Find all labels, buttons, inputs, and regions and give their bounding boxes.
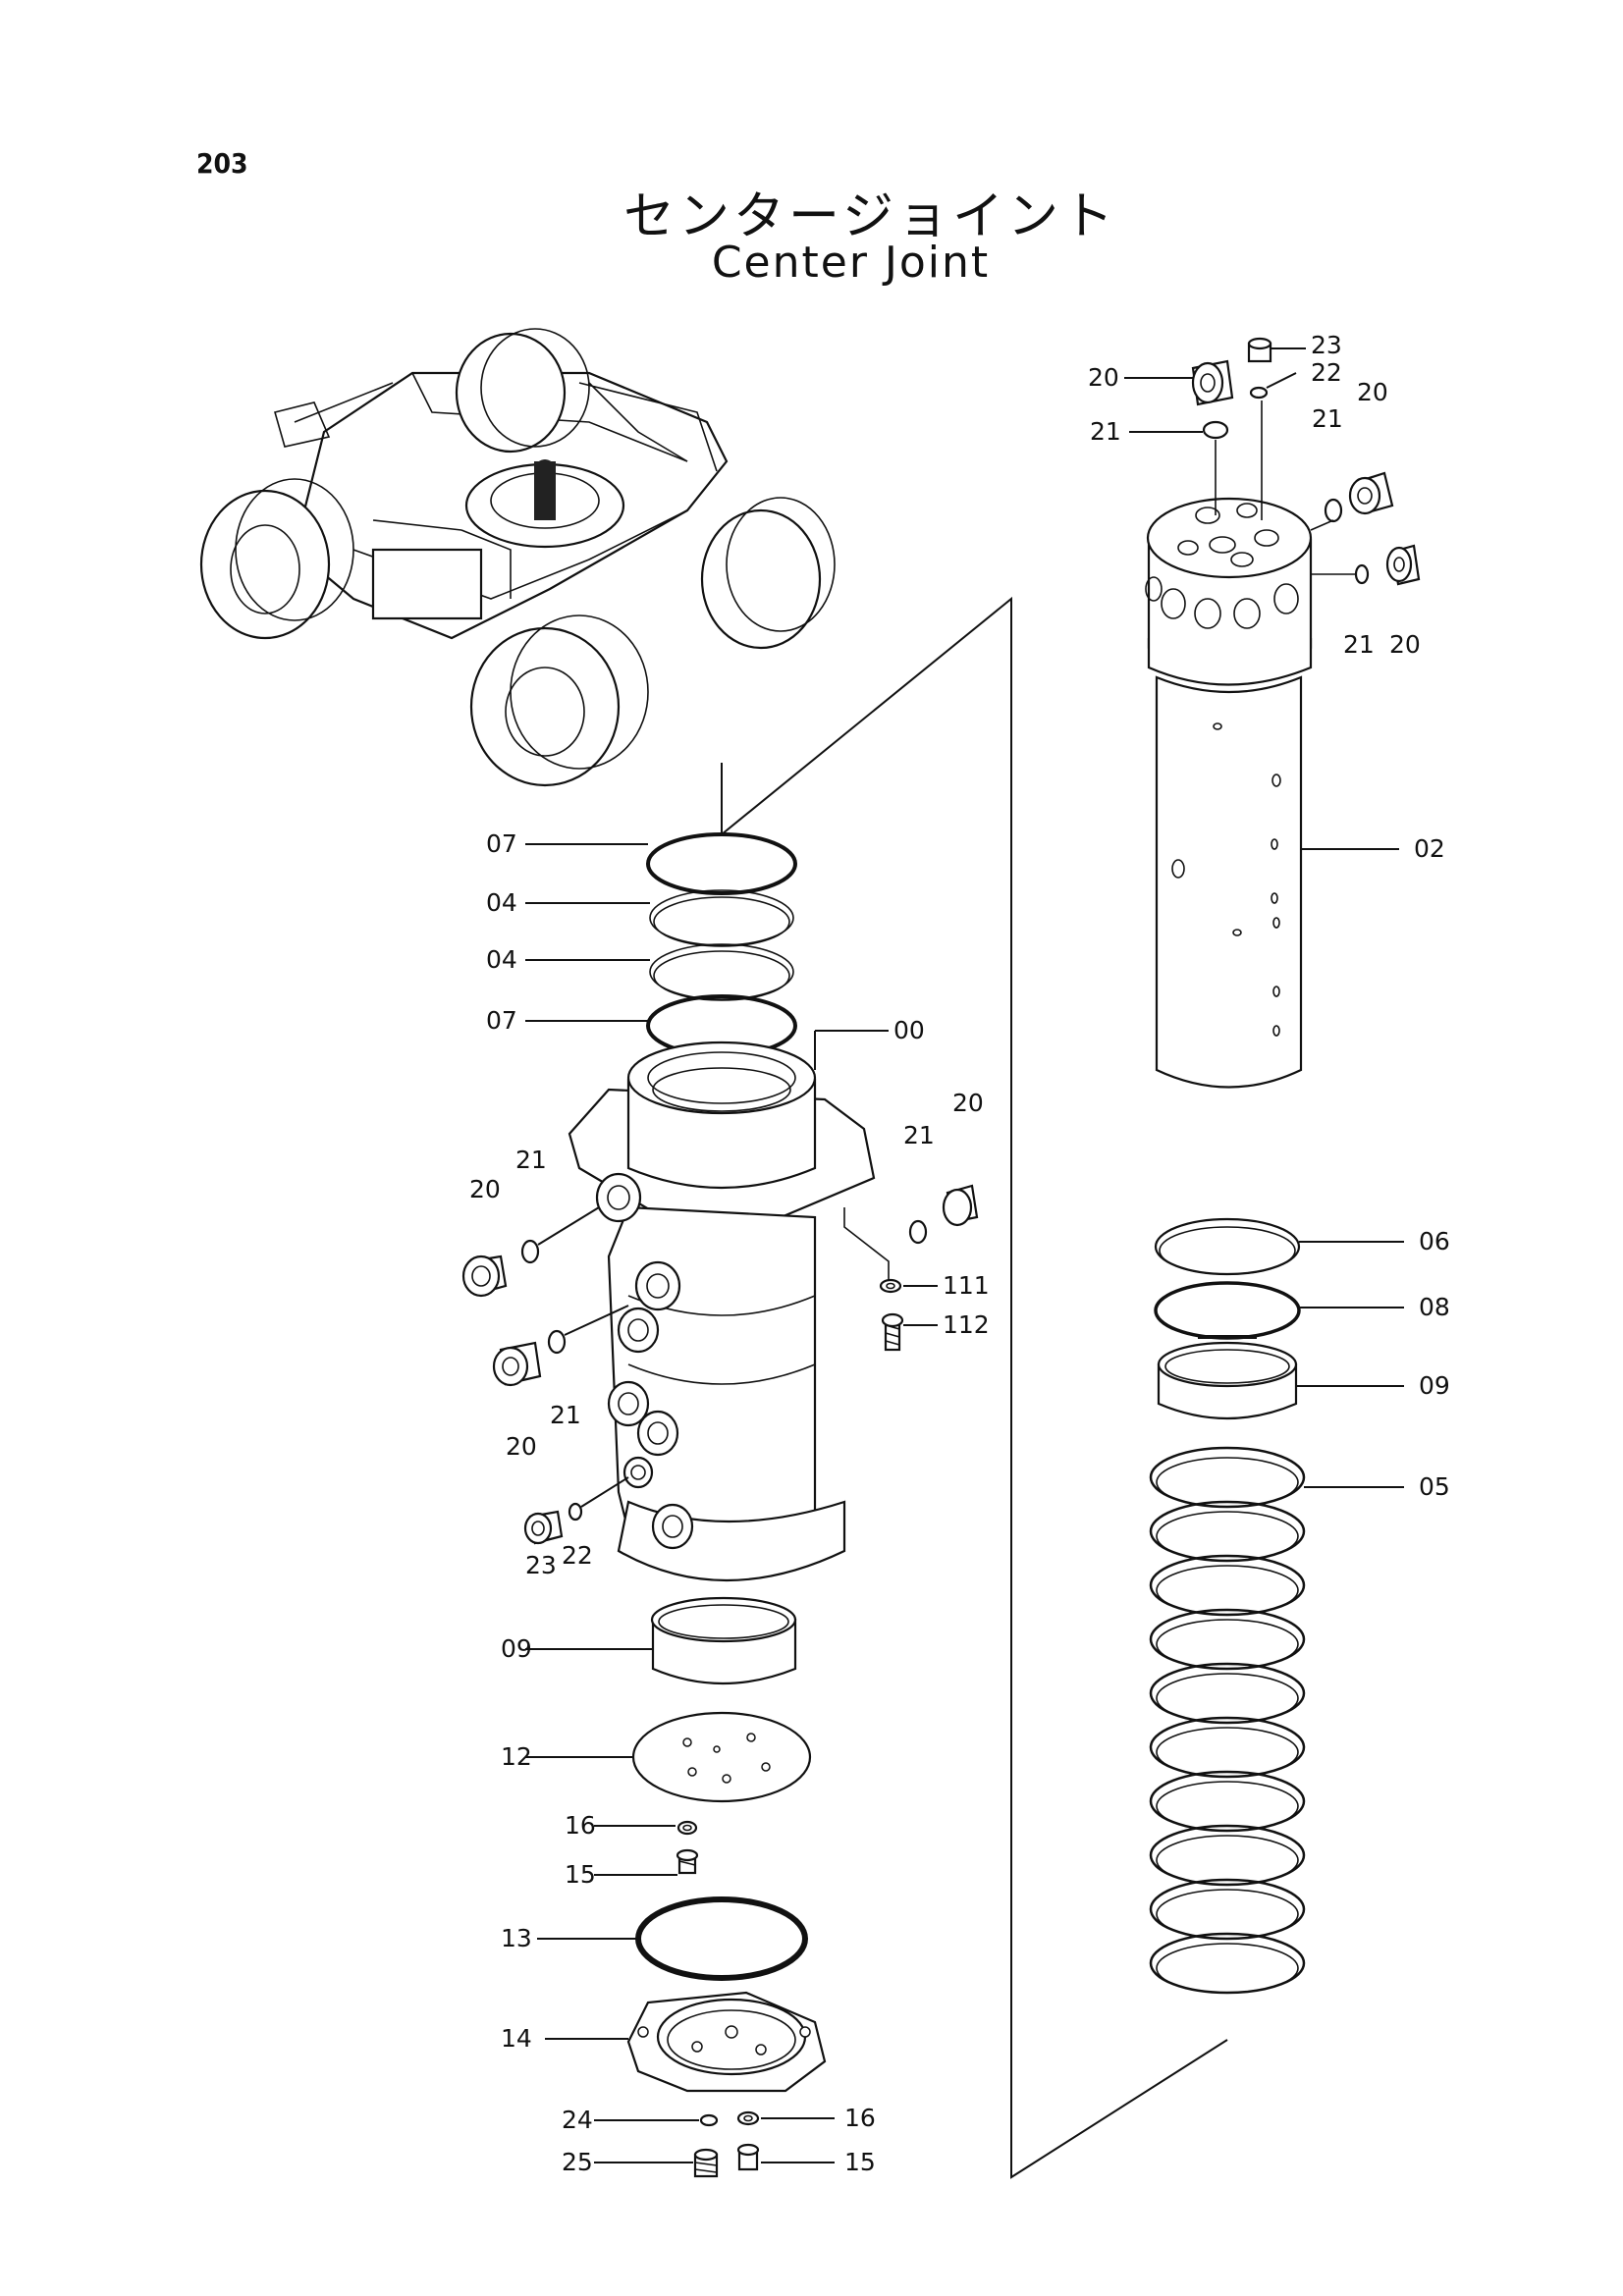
callout-22-left: 22 [562, 1541, 593, 1570]
seal-06 [1154, 1217, 1404, 1276]
callout-00: 00 [893, 1016, 925, 1044]
callout-20-left-upper: 20 [469, 1175, 501, 1203]
callout-02: 02 [1414, 834, 1445, 863]
callout-20-body-right: 20 [952, 1089, 984, 1117]
callout-08: 08 [1419, 1293, 1450, 1321]
callout-21-right-upper: 21 [1312, 404, 1343, 433]
end-cover-14 [626, 1991, 827, 2093]
page-title-english: Center Joint [711, 238, 991, 288]
oring-22-top [1249, 386, 1269, 400]
machine-overview-illustration [199, 328, 836, 787]
body-port-bosses [595, 1172, 694, 1550]
cover-plate-12 [631, 1711, 812, 1803]
plug-20-right-upper [1348, 471, 1394, 515]
assembly-lines [721, 596, 1228, 2179]
callout-21-left-lower: 21 [550, 1401, 581, 1429]
oring-21-top [1202, 420, 1229, 440]
callout-14: 14 [501, 2024, 532, 2053]
oring-24 [699, 2113, 719, 2127]
seal-07-top [525, 832, 797, 895]
callout-07-top: 07 [486, 829, 517, 858]
callout-25: 25 [562, 2148, 593, 2176]
callout-07-bottom: 07 [486, 1006, 517, 1035]
oring-21-right-upper [1324, 498, 1343, 523]
callout-04-a: 04 [486, 888, 517, 917]
callout-23-left: 23 [525, 1551, 557, 1579]
callout-21-body-right: 21 [903, 1121, 935, 1149]
plug-20-top [1124, 359, 1234, 406]
plug-23-top [1247, 337, 1306, 363]
plug-20-left-upper [461, 1255, 508, 1298]
page-number: 203 [196, 147, 248, 180]
callout-13: 13 [501, 1924, 532, 1952]
callout-112: 112 [943, 1310, 990, 1339]
oring-21-left-upper [520, 1239, 540, 1264]
callout-24: 24 [562, 2106, 593, 2134]
tire-front-left [199, 478, 354, 640]
washer-111 [879, 1278, 902, 1294]
ring-04-b [525, 943, 794, 1001]
washer-16-left [676, 1820, 698, 1836]
plug-20-left-lower [492, 1341, 542, 1387]
callout-15-left: 15 [565, 1860, 596, 1889]
callout-05: 05 [1419, 1472, 1450, 1501]
bearing-09-right [1157, 1341, 1404, 1420]
washer-16-right [736, 2110, 760, 2126]
callout-06: 06 [1419, 1227, 1450, 1255]
callout-09-right: 09 [1419, 1371, 1450, 1400]
oring-21-left-lower [547, 1329, 567, 1355]
plug-25 [693, 2148, 719, 2178]
callout-20-top: 20 [1088, 363, 1119, 392]
tire-rear-right [700, 497, 836, 650]
bolt-15-right [736, 2143, 760, 2171]
page-title-japanese: センタージョイント [623, 187, 1117, 246]
seal-08 [1154, 1281, 1404, 1340]
callout-04-b: 04 [486, 945, 517, 974]
callout-21-top: 21 [1090, 417, 1121, 446]
tire-front-right [469, 614, 649, 787]
ring-04-a [525, 889, 794, 947]
callout-labels: 07 04 04 07 00 21 20 21 20 23 22 21 20 1… [469, 331, 1450, 2176]
bolt-15-left [676, 1848, 699, 1875]
seal-13 [635, 1896, 808, 1981]
callout-16-left: 16 [565, 1811, 596, 1840]
bearing-09-left [650, 1596, 797, 1685]
callout-12: 12 [501, 1742, 532, 1771]
oring-21-body-right [908, 1219, 928, 1245]
center-joint-body [568, 1030, 889, 1582]
leader-lines [525, 1285, 938, 2163]
callout-23-top: 23 [1311, 331, 1342, 359]
callout-111: 111 [943, 1271, 990, 1300]
plug-20-body-right [942, 1184, 979, 1227]
callout-22-top: 22 [1311, 358, 1342, 387]
callout-16-right: 16 [844, 2104, 876, 2132]
plug-23-left [523, 1510, 564, 1545]
spindle-02 [1145, 497, 1399, 1089]
callout-20-right-lower: 20 [1389, 630, 1421, 659]
bolt-112 [881, 1312, 904, 1352]
seal-stack-05 [1149, 1446, 1404, 1995]
callout-21-left-upper: 21 [515, 1146, 547, 1174]
callout-09-left: 09 [501, 1634, 532, 1663]
oring-21-right-lower [1354, 563, 1370, 585]
callout-20-right-upper: 20 [1357, 378, 1388, 406]
tire-rear-left [455, 328, 590, 454]
plug-20-right-lower [1385, 544, 1421, 586]
callout-15-right: 15 [844, 2148, 876, 2176]
callout-20-left-lower: 20 [506, 1432, 537, 1461]
oring-22-left [568, 1502, 583, 1522]
callout-21-right-lower: 21 [1343, 630, 1375, 659]
